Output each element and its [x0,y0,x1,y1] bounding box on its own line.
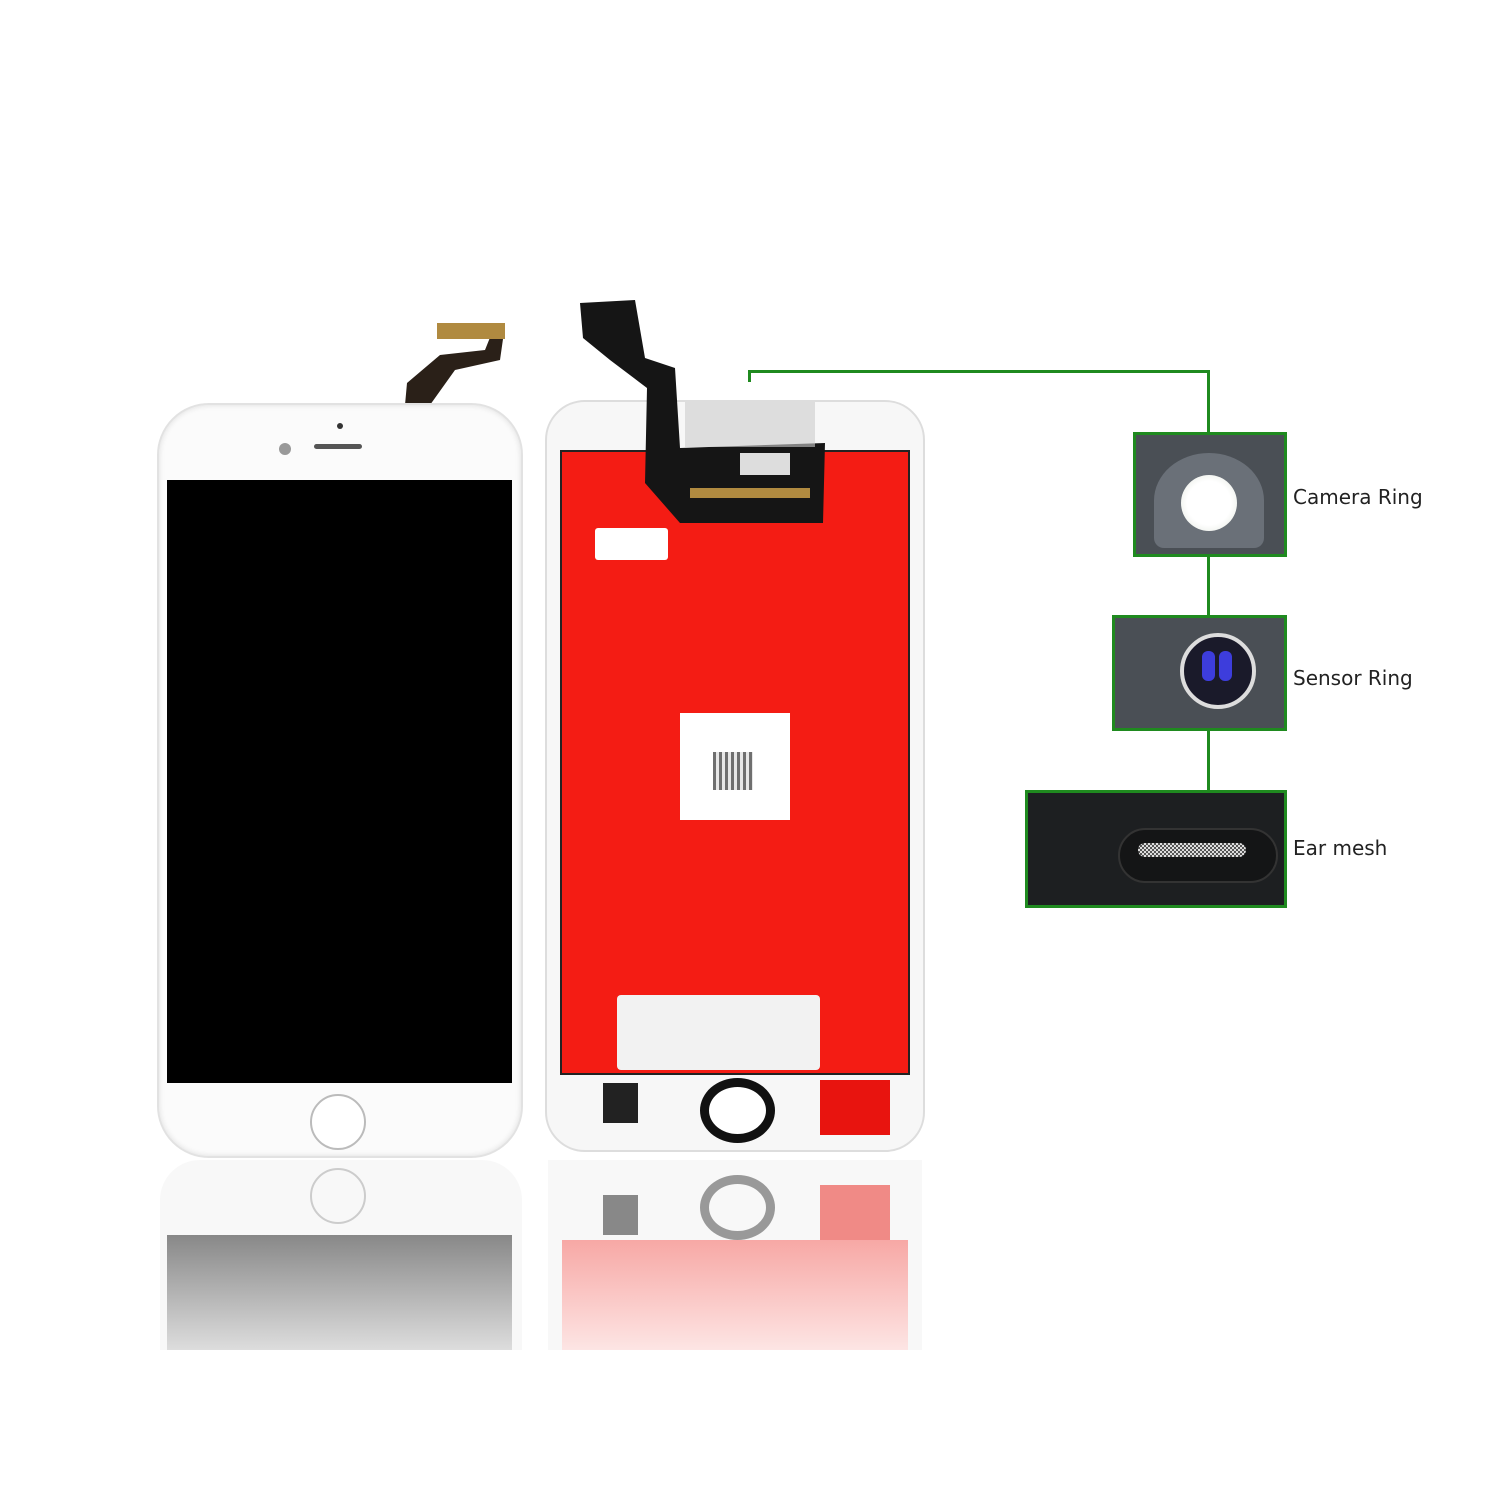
front-sensor-dot [337,423,343,429]
callout-line [748,370,1210,373]
home-button [310,1094,366,1150]
home-button-reflection [310,1168,366,1224]
callout-line [1207,730,1210,790]
sensor-ring-photo [1112,615,1287,731]
ear-mesh-photo [1025,790,1287,908]
connector [603,1083,638,1123]
front-screen [167,480,512,1083]
tape-reflection [820,1185,890,1240]
callout-line [748,370,751,382]
top-bracket [685,402,815,447]
sensor-ring-label: Sensor Ring [1293,666,1413,690]
front-camera-dot [279,443,291,455]
callout-line [1207,370,1210,432]
ear-mesh-label: Ear mesh [1293,836,1388,860]
camera-ring-photo [1133,432,1287,557]
camera-ring-label: Camera Ring [1293,485,1423,509]
front-flex-cable [405,323,505,405]
earpiece-slot [314,444,362,449]
connector-reflection [603,1195,638,1235]
red-tape [820,1080,890,1135]
small-sticker [595,528,668,560]
serial-sticker [617,995,820,1070]
back-flex-cable [580,300,825,523]
screen-reflection [167,1235,512,1350]
callout-line [1207,556,1210,615]
home-button-hole [700,1078,775,1143]
hole-reflection [700,1175,775,1240]
shield-reflection [562,1240,908,1350]
qr-code [713,752,753,790]
